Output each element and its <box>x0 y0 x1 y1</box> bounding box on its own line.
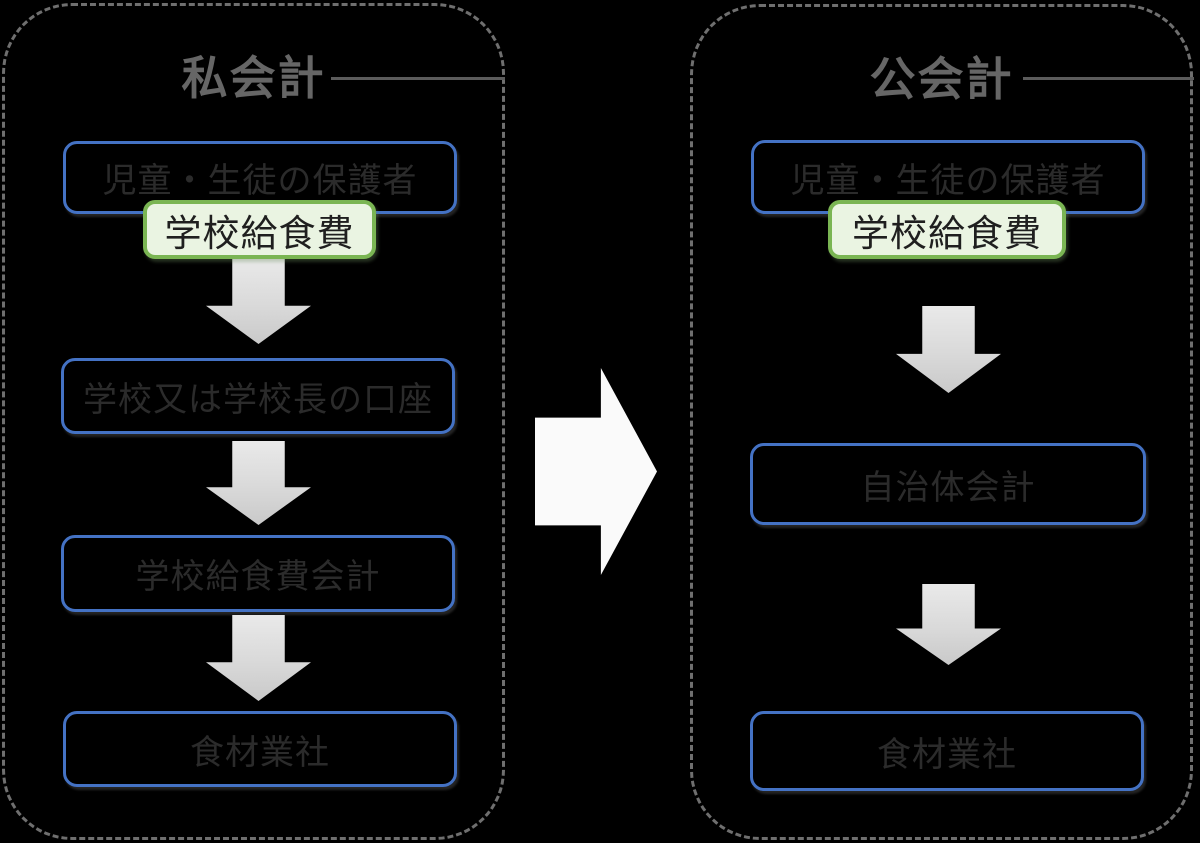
food-supplier-box: 食材業社 <box>750 711 1144 791</box>
lunch-fee-accounting-box: 学校給食費会計 <box>61 535 455 612</box>
right-arrow-icon <box>535 368 657 575</box>
school-lunch-fee-badge: 学校給食費 <box>143 200 376 259</box>
food-supplier-box-label: 食材業社 <box>877 734 1017 775</box>
down-arrow-icon <box>896 306 1001 393</box>
school-account-box-label: 学校又は学校長の口座 <box>83 379 433 420</box>
public-accounting-panel: 公会計 児童・生徒の保護者 学校給食費 自治体会計 食材業社 <box>690 4 1194 840</box>
school-lunch-fee-badge: 学校給食費 <box>828 200 1066 259</box>
down-arrow-icon <box>206 615 311 701</box>
title-divider-line <box>331 77 505 80</box>
down-arrow-icon <box>206 441 311 525</box>
guardians-box-label: 児童・生徒の保護者 <box>102 161 418 201</box>
school-lunch-fee-badge-label: 学校給食費 <box>852 211 1042 255</box>
food-supplier-box: 食材業社 <box>63 711 457 787</box>
guardians-box-label: 児童・生徒の保護者 <box>790 160 1106 201</box>
lunch-fee-accounting-box-label: 学校給食費会計 <box>135 557 381 597</box>
private-accounting-panel: 私会計 児童・生徒の保護者 学校給食費 学校又は学校長の口座 学校給食費会計 食… <box>2 3 505 840</box>
down-arrow-icon <box>206 259 311 344</box>
school-lunch-fee-badge-label: 学校給食費 <box>164 211 355 255</box>
school-account-box: 学校又は学校長の口座 <box>61 358 455 434</box>
public-panel-title: 公会計 <box>869 52 1014 106</box>
private-panel-title: 私会計 <box>181 51 326 105</box>
title-divider-line <box>1023 77 1194 80</box>
down-arrow-icon <box>896 584 1001 665</box>
food-supplier-box-label: 食材業社 <box>190 732 330 773</box>
municipal-accounting-box: 自治体会計 <box>750 443 1146 525</box>
municipal-accounting-box-label: 自治体会計 <box>860 467 1036 508</box>
